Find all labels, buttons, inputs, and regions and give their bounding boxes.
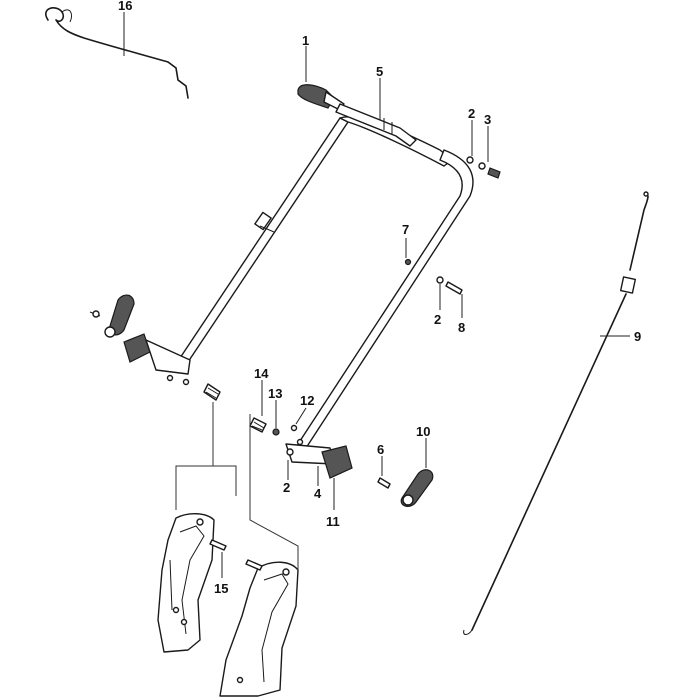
assembly-reference-lines — [175, 402, 299, 570]
callout-2-mid: 2 — [434, 312, 441, 327]
callout-11: 11 — [326, 514, 340, 529]
part-1-control-lever — [297, 84, 345, 111]
callout-7: 7 — [402, 222, 409, 237]
callout-13: 13 — [268, 386, 282, 401]
part-5-cable-bar — [335, 103, 417, 147]
lower-right-bracket — [219, 561, 299, 697]
callout-15: 15 — [214, 581, 228, 596]
callout-2-low: 2 — [283, 480, 290, 495]
callout-3: 3 — [484, 112, 491, 127]
part-16-wire-rod — [45, 7, 189, 99]
callout-5: 5 — [376, 64, 383, 79]
callout-14: 14 — [254, 366, 269, 381]
callout-2-top: 2 — [468, 106, 475, 121]
part-handle-tube — [179, 116, 474, 449]
lower-left-bracket — [157, 513, 215, 653]
parts-7-2-8-mid-fasteners — [404, 258, 463, 295]
callout-6: 6 — [377, 442, 384, 457]
parts-2-3-top-fasteners — [466, 156, 501, 179]
leader-lines — [123, 12, 630, 578]
callout-16: 16 — [118, 0, 132, 13]
callout-1: 1 — [302, 33, 309, 48]
callout-9: 9 — [634, 329, 641, 344]
part-9-cable — [463, 191, 649, 635]
callout-12: 12 — [300, 393, 314, 408]
callout-10: 10 — [416, 424, 430, 439]
callout-labels: 16 1 5 2 3 7 2 8 9 10 6 11 4 2 12 13 14 … — [118, 0, 641, 596]
part-15-screws — [209, 539, 263, 571]
left-knob-assembly — [89, 294, 221, 401]
right-knob-assembly — [249, 417, 434, 507]
callout-8: 8 — [458, 320, 465, 335]
callout-4: 4 — [314, 486, 322, 501]
